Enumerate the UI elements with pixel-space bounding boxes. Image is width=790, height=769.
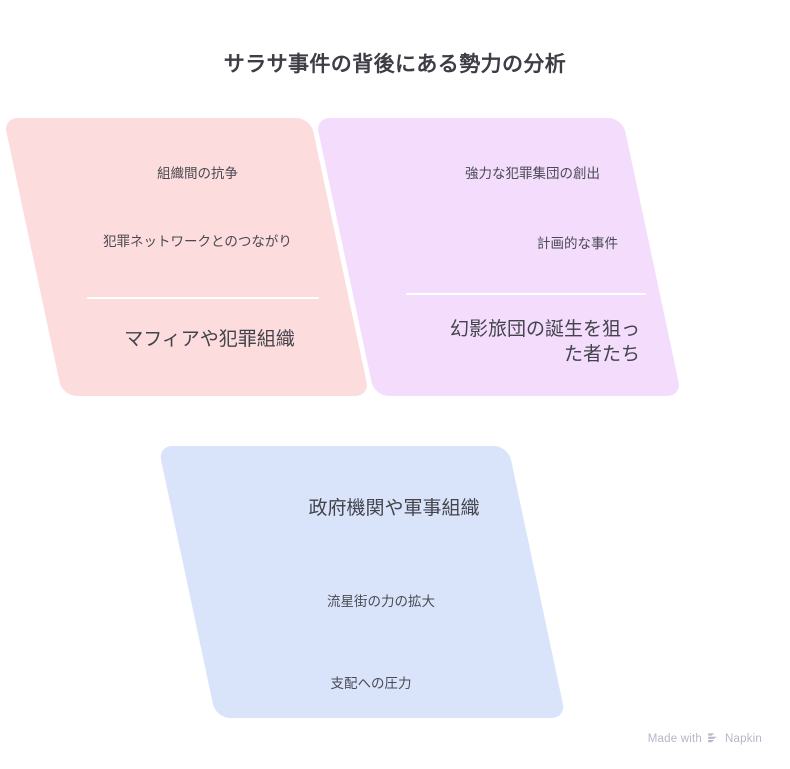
card-mafia-heading: マフィアや犯罪組織 bbox=[124, 328, 295, 350]
watermark-brand-label: Napkin bbox=[725, 732, 762, 745]
card-government-item-2: 支配への圧力 bbox=[330, 675, 412, 691]
card-government[interactable]: 政府機関や軍事組織 流星街の力の拡大 支配への圧力 bbox=[158, 446, 566, 718]
card-phantom-troupe-item-1: 強力な犯罪集団の創出 bbox=[465, 166, 600, 181]
card-mafia-content: 組織間の抗争 犯罪ネットワークとのつながり マフィアや犯罪組織 bbox=[33, 118, 340, 396]
card-mafia-item-2: 犯罪ネットワークとのつながり bbox=[103, 234, 292, 250]
card-mafia-item-1: 組織間の抗争 bbox=[157, 166, 238, 181]
card-government-content: 政府機関や軍事組織 流星街の力の拡大 支配への圧力 bbox=[187, 446, 537, 718]
card-mafia-divider bbox=[86, 296, 319, 299]
card-phantom-troupe[interactable]: 強力な犯罪集団の創出 計画的な事件 幻影旅団の誕生を狙った者たち bbox=[315, 118, 682, 396]
card-phantom-troupe-heading: 幻影旅団の誕生を狙った者たち bbox=[449, 318, 640, 366]
card-phantom-troupe-item-2: 計画的な事件 bbox=[537, 236, 618, 252]
card-mafia[interactable]: 組織間の抗争 犯罪ネットワークとのつながり マフィアや犯罪組織 bbox=[3, 118, 370, 396]
card-government-heading: 政府機関や軍事組織 bbox=[308, 498, 480, 519]
card-government-item-1: 流星街の力の拡大 bbox=[327, 593, 435, 609]
watermark-prefix-label: Made with bbox=[647, 732, 702, 745]
napkin-chevrons-icon bbox=[707, 732, 720, 745]
napkin-watermark[interactable]: Made with Napkin bbox=[648, 732, 762, 745]
card-phantom-troupe-content: 強力な犯罪集団の創出 計画的な事件 幻影旅団の誕生を狙った者たち bbox=[345, 118, 652, 396]
page-title: サラサ事件の背後にある勢力の分析 bbox=[223, 53, 567, 76]
card-phantom-troupe-divider bbox=[406, 292, 646, 295]
